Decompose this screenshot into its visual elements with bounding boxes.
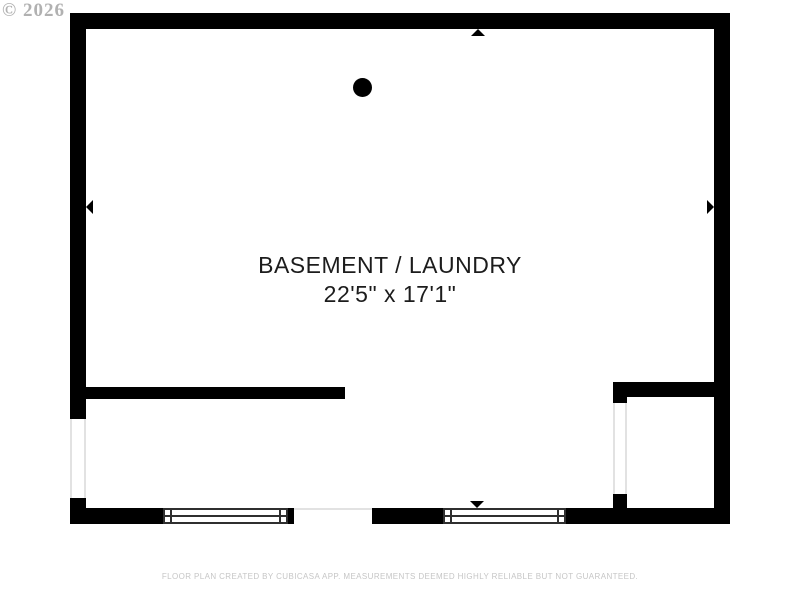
closet-wall-top xyxy=(613,382,714,397)
opening-line-closet-inner xyxy=(625,403,627,494)
wall-left-upper xyxy=(70,13,86,419)
opening-line-closet-outer xyxy=(613,403,615,494)
window-2-mullion xyxy=(445,515,564,517)
room-name: BASEMENT / LAUNDRY xyxy=(258,252,522,278)
opening-marker-left-icon xyxy=(86,200,93,214)
window-1-cap-right xyxy=(279,510,281,522)
window-1 xyxy=(163,508,288,524)
window-2-cap-right xyxy=(557,510,559,522)
footer-disclaimer: FLOOR PLAN CREATED BY CUBICASA APP. MEAS… xyxy=(161,572,639,581)
opening-line-left-outer xyxy=(70,419,72,498)
wall-bottom-left xyxy=(70,508,163,524)
structural-column-dot-icon xyxy=(353,78,372,97)
room-label: BASEMENT / LAUNDRY 22'5" x 17'1" xyxy=(0,251,780,309)
copyright-watermark: © 2026 xyxy=(2,0,65,21)
wall-right xyxy=(714,13,730,524)
closet-wall-left-lower-stub xyxy=(613,494,627,508)
opening-marker-right-icon xyxy=(707,200,714,214)
opening-marker-top-icon xyxy=(471,29,485,36)
interior-wall-left xyxy=(86,387,345,399)
window-1-cap-left xyxy=(170,510,172,522)
wall-bottom-mid xyxy=(372,508,443,524)
closet-wall-left-upper-stub xyxy=(613,382,627,403)
window-2 xyxy=(443,508,566,524)
wall-bottom-stub xyxy=(288,508,294,524)
room-dimensions: 22'5" x 17'1" xyxy=(323,281,457,307)
window-2-cap-left xyxy=(450,510,452,522)
wall-bottom-right xyxy=(566,508,730,524)
opening-line-bottom xyxy=(294,508,372,510)
wall-top xyxy=(70,13,730,29)
opening-marker-bottom-icon xyxy=(470,501,484,508)
window-1-mullion xyxy=(165,515,286,517)
opening-line-left-inner xyxy=(84,419,86,498)
